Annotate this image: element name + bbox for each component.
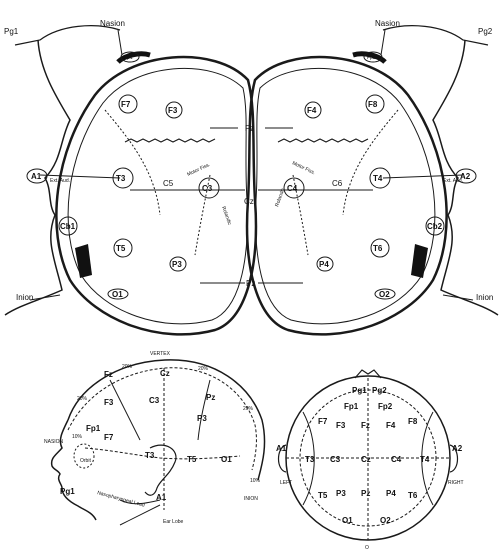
label-right-topview: RIGHT	[448, 480, 464, 486]
label-f7-top: F7	[121, 100, 131, 109]
label-p4-topview: P4	[386, 489, 396, 498]
label-t6-top: T6	[373, 244, 383, 253]
label-t5-side: T5	[187, 455, 197, 464]
label-inion-right: Inion	[476, 293, 493, 302]
label-cz-side: Cz	[160, 369, 170, 378]
label-fp2-topview: Fp2	[378, 402, 393, 411]
orbit-outline	[74, 444, 94, 468]
label-pz: Pz	[246, 279, 255, 288]
label-c6: C6	[332, 179, 343, 188]
label-fz: Fz	[245, 124, 254, 133]
right-forehead-line	[383, 26, 488, 45]
label-t3-top: T3	[116, 174, 126, 183]
note-rolandic-left: Rolandic	[220, 206, 232, 227]
label-t3-side: T3	[145, 451, 155, 460]
label-nasion-right: Nasion	[375, 19, 400, 28]
label-f4-top: F4	[307, 106, 317, 115]
label-pct-4: 20%	[198, 366, 209, 372]
label-c3-topview: C3	[330, 455, 341, 464]
label-pg2: Pg2	[478, 27, 493, 36]
label-fp1-side: Fp1	[86, 424, 101, 433]
label-vertex: VERTEX	[150, 351, 171, 357]
label-cb1-top: Cb1	[60, 222, 76, 231]
label-f3-topview: F3	[336, 421, 346, 430]
label-o1-topview: O1	[342, 516, 353, 525]
top-view: Pg1 Pg2 Fp1 Fp2 F7 F3 Fz F4 F8 T3 C3 Cz …	[276, 370, 464, 551]
label-ear-lobe: Ear Lobe	[163, 519, 184, 525]
label-nasion-side: NASION	[44, 439, 64, 445]
label-p4-top: P4	[319, 260, 329, 269]
label-cb2-top: Cb2	[427, 222, 443, 231]
label-fp1-topview: Fp1	[344, 402, 359, 411]
label-cz: Cz	[244, 197, 254, 206]
side-view: VERTEX NASION INION Ear Lobe Orbit Nasop…	[44, 351, 265, 525]
label-fp2-top: Fp2	[367, 55, 376, 61]
label-o2-topview: O2	[380, 516, 391, 525]
label-o1-top: O1	[112, 290, 123, 299]
note-motor-fiss-left: Motor Fiss.	[186, 162, 211, 178]
label-a1-side: A1	[156, 493, 167, 502]
left-fissure	[125, 139, 215, 142]
label-pct-6: 10%	[250, 478, 261, 484]
label-pct-1: 10%	[72, 434, 83, 440]
label-a1-topview: A1	[276, 444, 287, 453]
label-t4-top: T4	[373, 174, 383, 183]
label-pg2-topview: Pg2	[372, 386, 387, 395]
label-pz-topview: Pz	[361, 489, 370, 498]
label-o1-side: O1	[221, 455, 232, 464]
left-nasion-mark	[118, 54, 150, 62]
label-t3-topview: T3	[305, 455, 315, 464]
label-fz-topview: Fz	[361, 421, 370, 430]
label-pg1-side: Pg1	[60, 487, 75, 496]
label-nasopharyngeal: Nasopharyngeal Lead	[96, 490, 145, 509]
label-f7-topview: F7	[318, 417, 328, 426]
label-pz-side: Pz	[206, 393, 215, 402]
label-pct-5: 20%	[243, 406, 254, 412]
left-brain-inner	[68, 68, 247, 323]
label-a2-topview: A2	[452, 444, 463, 453]
label-orbit: Orbit	[80, 458, 91, 464]
label-f7-side: F7	[104, 433, 114, 442]
note-motor-fiss-right: Motor Fiss.	[291, 160, 316, 176]
label-bottom-mark: O	[365, 545, 369, 551]
label-p3-topview: P3	[336, 489, 346, 498]
left-inion-mark	[75, 244, 92, 278]
label-fz-side: Fz	[104, 370, 113, 379]
label-inion-left: Inion	[16, 293, 33, 302]
label-f8-topview: F8	[408, 417, 418, 426]
right-fissure	[278, 139, 368, 142]
label-pct-3: 20%	[122, 364, 133, 370]
label-inion-side: INION	[244, 496, 258, 502]
label-pct-2: 20%	[77, 396, 88, 402]
label-t6-topview: T6	[408, 491, 418, 500]
top-figure: Pg1 Pg2 Nasion Nasion Inion Inion Fz Pz …	[4, 19, 498, 334]
label-pg1: Pg1	[4, 27, 19, 36]
label-o2-top: O2	[379, 290, 390, 299]
label-f3-side: F3	[104, 398, 114, 407]
label-left-topview: LEFT	[280, 480, 292, 486]
label-a1-top: A1	[31, 172, 42, 181]
label-c3-side: C3	[149, 396, 160, 405]
right-inion-mark	[411, 244, 428, 278]
left-forehead-line	[15, 26, 120, 45]
label-p3-top: P3	[172, 260, 182, 269]
label-t5-topview: T5	[318, 491, 328, 500]
label-cz-topview: Cz	[361, 455, 371, 464]
label-f3-top: F3	[168, 106, 178, 115]
label-c4-topview: C4	[391, 455, 402, 464]
label-c5: C5	[163, 179, 174, 188]
label-c4-top: C4	[287, 184, 298, 193]
note-ext-aud-right: Ext. Aud.	[443, 178, 463, 184]
label-pg1-topview: Pg1	[352, 386, 367, 395]
label-t5-top: T5	[116, 244, 126, 253]
label-t4-topview: T4	[420, 455, 430, 464]
label-c3-top: C3	[202, 184, 213, 193]
label-f4-topview: F4	[386, 421, 396, 430]
label-fp1-top: Fp1	[124, 55, 133, 61]
label-nasion-left: Nasion	[100, 19, 125, 28]
label-f8-top: F8	[368, 100, 378, 109]
label-p3-side: P3	[197, 414, 207, 423]
note-ext-aud-left: Ext. Aud.	[50, 178, 70, 184]
